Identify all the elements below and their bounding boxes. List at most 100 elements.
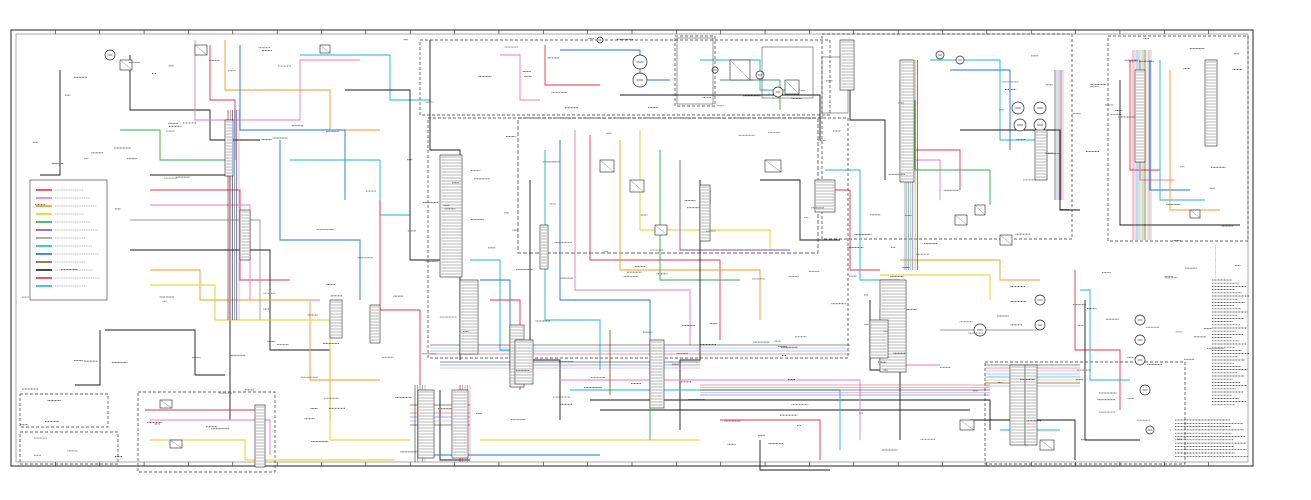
motor-symbol xyxy=(1033,118,1047,132)
connector-blocks xyxy=(224,39,1218,468)
wire-black xyxy=(40,70,61,176)
motor-symbol xyxy=(1011,101,1025,115)
connector-housing xyxy=(839,39,855,91)
relay-coil-mark xyxy=(999,234,1013,246)
motor-symbol xyxy=(935,50,945,60)
component-labels xyxy=(20,38,1249,457)
connector-block xyxy=(329,299,343,339)
connector-housing xyxy=(239,209,251,261)
motor-symbol xyxy=(755,70,765,80)
connector-block xyxy=(451,389,469,459)
wire-black xyxy=(75,330,101,386)
relay-coil-mark xyxy=(764,159,782,173)
wire-blue xyxy=(279,140,361,300)
wire-red xyxy=(720,419,821,460)
relay-symbol xyxy=(784,79,800,95)
motor-symbol xyxy=(1145,425,1155,435)
relay-coil-mark xyxy=(784,79,800,95)
wire-black xyxy=(760,179,840,241)
connector-block xyxy=(1024,364,1038,446)
wire-orange xyxy=(619,140,761,320)
wire-red xyxy=(544,45,600,86)
relay-symbol xyxy=(599,159,615,173)
wire-green xyxy=(914,100,991,205)
connector-housing xyxy=(1204,59,1218,147)
motor-symbol xyxy=(632,54,648,70)
connector-block xyxy=(254,404,266,468)
relay-symbol xyxy=(999,234,1013,246)
relay-coil-mark xyxy=(729,59,751,81)
connector-block xyxy=(869,319,889,359)
wire-black xyxy=(1119,80,1240,226)
connector-housing xyxy=(539,224,549,270)
sheet-border xyxy=(10,29,1254,467)
connector-block xyxy=(649,339,665,409)
wire-black xyxy=(679,180,701,430)
connector-block xyxy=(814,179,836,213)
connector-block xyxy=(1034,129,1048,181)
wire-orange xyxy=(900,259,1040,281)
relay-symbol xyxy=(974,204,986,216)
wire-green xyxy=(659,150,740,281)
electrical-components xyxy=(104,36,1201,451)
relay-coil-mark xyxy=(959,419,975,431)
motor-symbol xyxy=(632,72,648,88)
relay-symbol xyxy=(169,439,183,449)
motor-symbol xyxy=(1034,294,1046,306)
connector-block xyxy=(1204,59,1218,147)
relay-coil-mark xyxy=(974,204,986,216)
connector-housing xyxy=(514,339,534,385)
wire-pink xyxy=(500,54,540,101)
wire-black xyxy=(529,180,561,420)
wire-yellow xyxy=(150,284,410,441)
relay-coil-mark xyxy=(319,44,331,54)
motor-symbol xyxy=(1134,334,1146,346)
connector-block xyxy=(699,184,711,242)
subassembly-boundaries xyxy=(19,33,1249,473)
wire-color-legend xyxy=(29,179,108,301)
connector-block xyxy=(839,39,855,91)
wire-yellow xyxy=(880,274,991,300)
relay-symbol xyxy=(954,214,968,226)
motor-symbol xyxy=(711,66,719,74)
connector-housing xyxy=(1134,69,1146,163)
relay-symbol xyxy=(654,224,668,236)
detail-insert xyxy=(761,46,814,99)
relay-symbol xyxy=(629,179,645,193)
relay-coil-mark xyxy=(954,214,968,226)
wire-orange xyxy=(1169,70,1220,211)
relay-coil-mark xyxy=(599,159,615,173)
connector-housing xyxy=(417,389,435,459)
relay-coil-mark xyxy=(654,224,668,236)
connector-housing xyxy=(869,319,889,359)
motor-symbol xyxy=(1134,314,1146,326)
connector-block xyxy=(417,389,435,459)
relay-symbol xyxy=(159,399,173,409)
wire-red xyxy=(209,45,236,160)
wire-green xyxy=(120,129,230,161)
relay-symbol xyxy=(319,44,331,54)
connector-block xyxy=(369,304,381,344)
wire-orange xyxy=(224,40,380,131)
motor-symbol xyxy=(955,55,965,65)
wire-yellow xyxy=(150,439,395,461)
motor-symbol xyxy=(1034,319,1046,331)
wire-black xyxy=(105,329,225,376)
connector-housing xyxy=(329,299,343,339)
motor-symbol xyxy=(1033,101,1047,115)
wire-cyan xyxy=(930,59,1040,141)
relay-symbol xyxy=(194,44,208,56)
wire-pink xyxy=(574,130,691,345)
connector-housing xyxy=(224,119,234,177)
relay-coil-mark xyxy=(169,439,183,449)
wire-blue xyxy=(1149,60,1190,191)
motor-symbol xyxy=(1139,384,1151,396)
motor-symbol xyxy=(596,36,604,44)
relay-coil-mark xyxy=(1189,209,1201,219)
relay-symbol xyxy=(764,159,782,173)
connector-housing xyxy=(1034,129,1048,181)
connector-housing xyxy=(254,404,266,468)
wire-cyan xyxy=(290,159,410,216)
relay-coil-mark xyxy=(119,59,133,71)
